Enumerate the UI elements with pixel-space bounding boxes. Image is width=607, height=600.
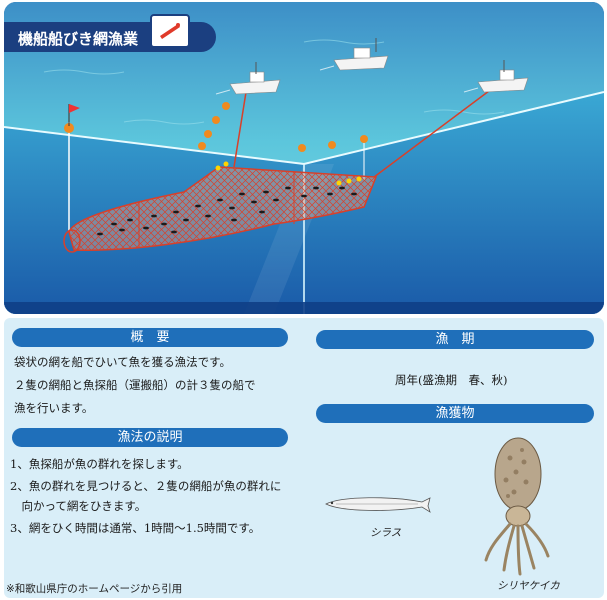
fishing-scene-illustration: 機船船びき網漁業	[4, 2, 604, 314]
source-credit: ※和歌山県庁のホームページから引用	[6, 583, 183, 595]
catch-heading: 漁獲物	[316, 404, 594, 423]
wave-lines	[43, 39, 505, 125]
whitebait-caption: シラス	[370, 527, 402, 539]
overview-line-1: 袋状の網を船でひいて魚を獲る漁法です。	[14, 355, 232, 369]
tow-ropes	[233, 81, 502, 178]
fish-school	[97, 186, 357, 236]
fishing-net	[63, 161, 378, 253]
method-line-4: 3、網をひく時間は通常、1時間～1.5時間です。	[10, 521, 261, 535]
cuttlefish-illustration	[484, 437, 550, 576]
flag-icon	[69, 104, 80, 113]
overview-heading: 概 要	[12, 328, 288, 347]
method-line-3: 向かって網をひきます。	[10, 499, 147, 513]
net-boat-right	[477, 60, 529, 93]
method-line-2: 2、魚の群れを見つけると、２隻の網船が魚の群れに	[10, 479, 282, 493]
net-boat-left	[229, 62, 281, 95]
floats	[64, 102, 368, 152]
season-heading: 漁 期	[316, 330, 594, 349]
overview-line-3: 漁を行います。	[14, 401, 94, 415]
overview-line-2: ２隻の網船と魚探船（運搬船）の計３隻の船で	[14, 378, 256, 392]
cuttlefish-caption: シリヤケイカ	[497, 580, 560, 592]
method-heading: 漁法の説明	[12, 428, 288, 447]
scene-svg	[4, 2, 604, 314]
whitebait-illustration	[325, 497, 431, 513]
fishing-boat-icon	[150, 14, 190, 48]
season-text: 周年(盛漁期 春、秋)	[395, 373, 508, 387]
page-title: 機船船びき網漁業	[18, 30, 139, 48]
fish-finder-boat	[333, 38, 389, 71]
method-line-1: 1、魚探船が魚の群れを探します。	[10, 457, 189, 471]
